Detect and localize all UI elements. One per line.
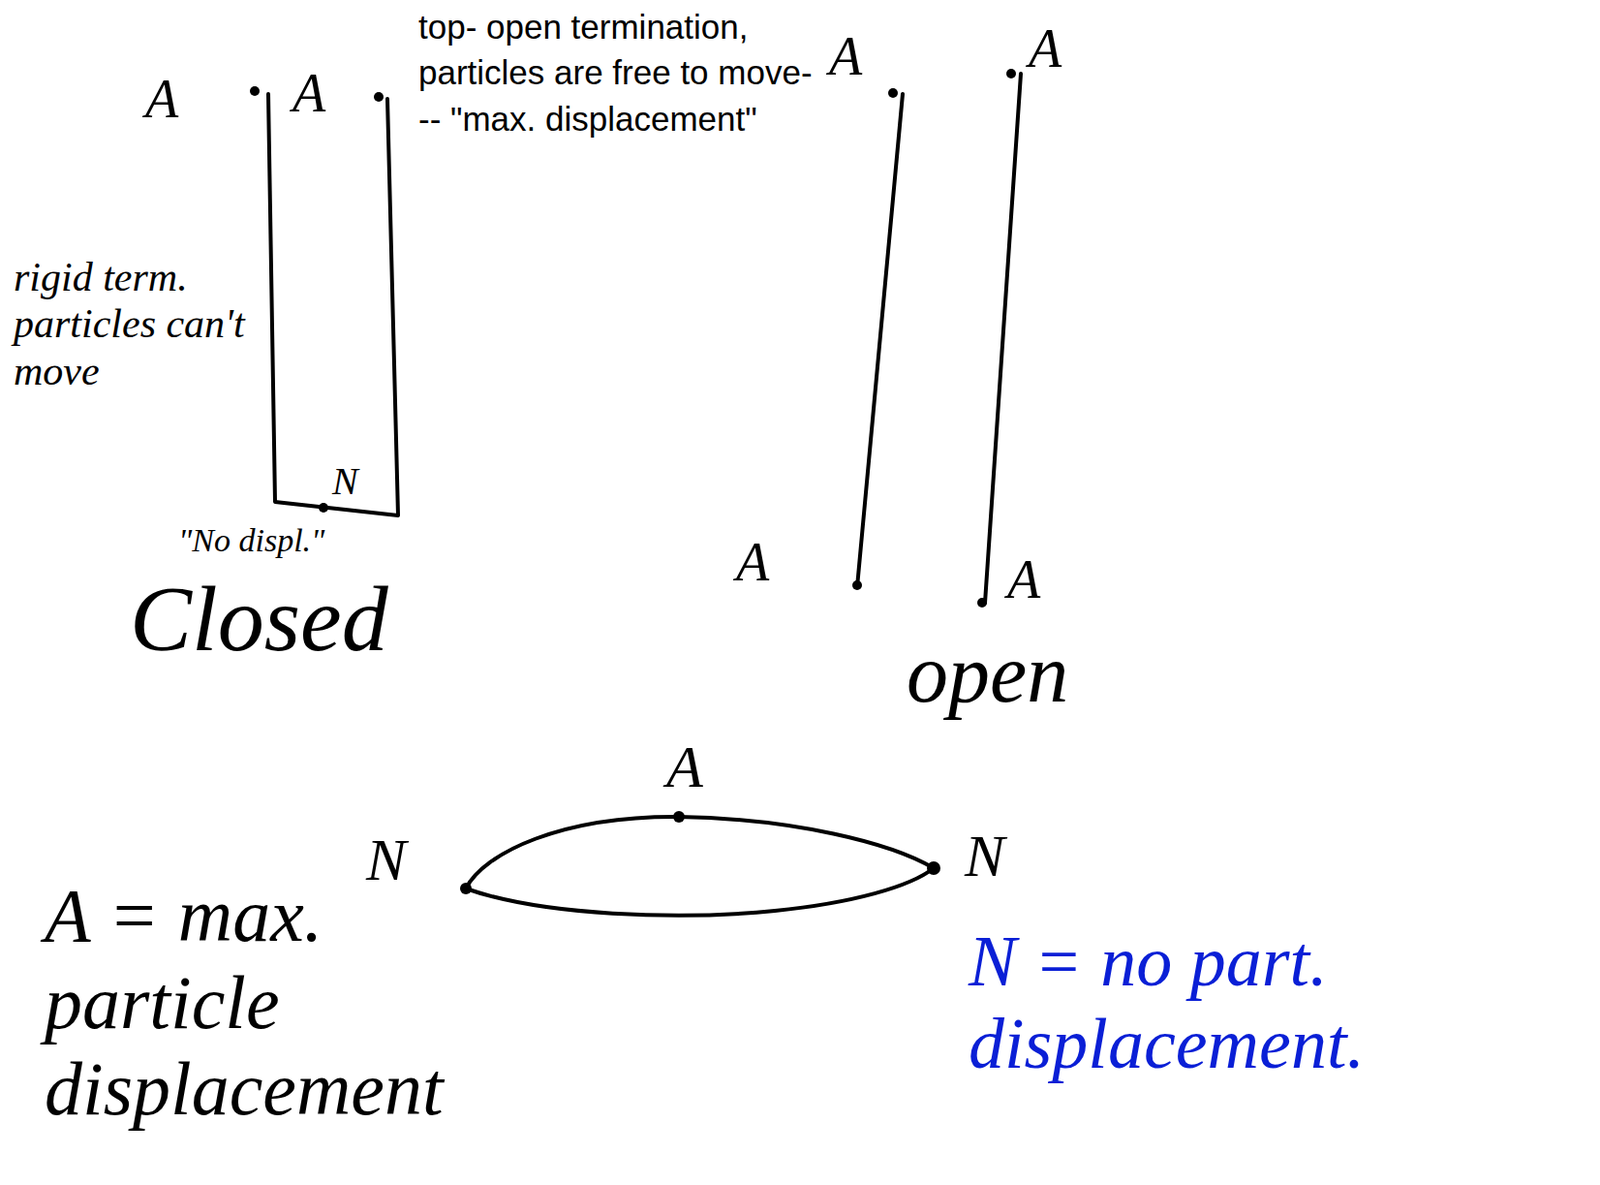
node-dot: [460, 882, 472, 894]
antinode-dot: [888, 88, 898, 98]
wave-loop: [465, 816, 934, 889]
note-text: top- open termination, particles are fre…: [418, 3, 816, 142]
tube-title: open: [906, 625, 1069, 722]
definition-text: A = max. particle displacement: [44, 871, 529, 1133]
antinode-dot: [977, 597, 987, 608]
note-text: rigid term. particles can't move: [13, 253, 256, 395]
antinode-dot: [673, 810, 685, 823]
closed-tube: [268, 93, 399, 516]
definition-text: N = no part. displacement.: [968, 920, 1550, 1085]
antinode-letter: A: [292, 61, 326, 124]
antinode-dot: [852, 580, 862, 590]
node-letter: N: [332, 459, 359, 504]
antinode-dot: [1006, 68, 1016, 79]
node-letter: N: [964, 821, 1005, 891]
antinode-letter: A: [1028, 17, 1062, 80]
open-tube-wall: [984, 73, 1021, 603]
open-tube-wall: [857, 93, 903, 587]
antinode-letter: A: [829, 25, 862, 88]
antinode-letter: A: [145, 67, 179, 130]
wave-loop: [465, 867, 934, 916]
note-text: "No displ.": [178, 521, 325, 559]
node-dot: [926, 861, 941, 875]
node-dot: [318, 502, 329, 513]
node-letter: N: [366, 825, 406, 894]
antinode-dot: [373, 92, 384, 102]
antinode-dot: [249, 86, 260, 96]
antinode-letter: A: [1007, 548, 1041, 611]
antinode-letter: A: [736, 530, 770, 593]
tube-title: Closed: [129, 565, 389, 673]
antinode-letter: A: [666, 732, 704, 801]
